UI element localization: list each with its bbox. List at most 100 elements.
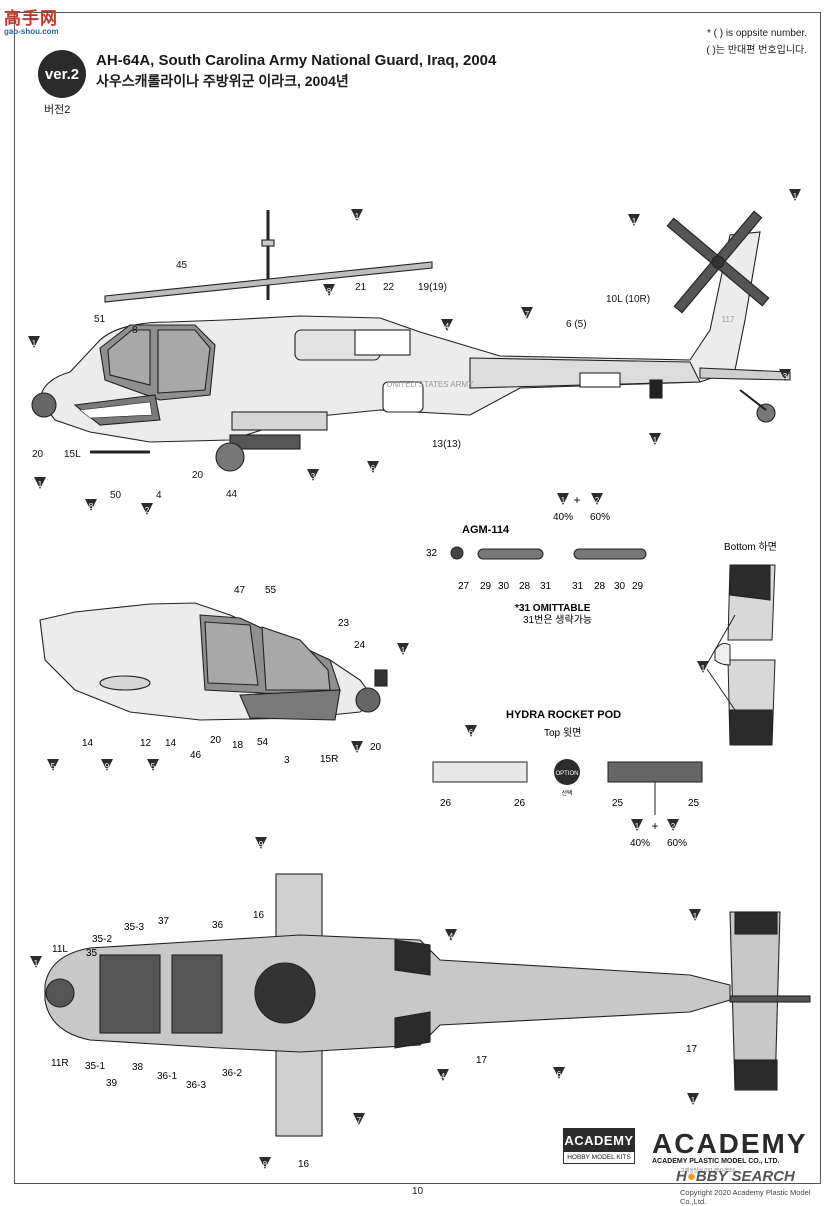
academy-logo: ACADEMY — [652, 1128, 808, 1159]
svg-text:22: 22 — [383, 282, 395, 293]
svg-text:12: 12 — [140, 738, 152, 749]
svg-text:9: 9 — [259, 840, 264, 849]
bottom-wing-section: Bottom 하면 1 — [697, 540, 777, 746]
svg-text:23: 23 — [338, 618, 350, 629]
svg-text:4: 4 — [441, 1072, 446, 1081]
svg-text:Bottom 하면: Bottom 하면 — [724, 540, 777, 553]
svg-text:8: 8 — [132, 325, 138, 336]
svg-text:1: 1 — [632, 217, 637, 226]
svg-text:1: 1 — [561, 496, 566, 505]
svg-text:60%: 60% — [590, 512, 610, 523]
svg-text:4: 4 — [449, 932, 454, 941]
svg-text:11L: 11L — [52, 944, 68, 955]
svg-text:선택: 선택 — [561, 789, 572, 797]
page-number: 10 — [412, 1186, 424, 1197]
svg-text:20: 20 — [370, 742, 382, 753]
svg-text:21: 21 — [355, 282, 367, 293]
svg-text:1: 1 — [793, 192, 798, 201]
svg-text:32: 32 — [426, 548, 438, 559]
svg-text:11R: 11R — [51, 1058, 69, 1069]
svg-text:2: 2 — [145, 506, 150, 515]
svg-text:10L (10R): 10L (10R) — [606, 294, 650, 305]
svg-text:37: 37 — [158, 916, 170, 927]
svg-text:1: 1 — [693, 912, 698, 921]
svg-text:19(19): 19(19) — [418, 282, 447, 293]
svg-text:4: 4 — [445, 322, 450, 331]
svg-text:28: 28 — [519, 581, 531, 592]
svg-text:4: 4 — [156, 490, 162, 501]
svg-text:20: 20 — [210, 735, 222, 746]
tail-number: 117 — [722, 315, 735, 324]
watermark: 高手网 gao-shou.com — [4, 9, 59, 36]
svg-text:24: 24 — [354, 640, 366, 651]
svg-text:31: 31 — [540, 581, 552, 592]
svg-text:1: 1 — [691, 1096, 696, 1105]
svg-text:6 (5): 6 (5) — [566, 319, 587, 330]
hobby-search-watermark: H●BBY SEARCH — [676, 1168, 795, 1185]
svg-text:1: 1 — [355, 744, 360, 753]
svg-text:20: 20 — [32, 449, 44, 460]
svg-text:36: 36 — [212, 920, 224, 931]
svg-text:46: 46 — [190, 750, 202, 761]
svg-text:9: 9 — [105, 762, 110, 771]
svg-text:1: 1 — [32, 339, 37, 348]
svg-text:39: 39 — [106, 1078, 118, 1089]
svg-text:38: 38 — [132, 1062, 144, 1073]
academy-box-logo: ACADEMY HOBBY MODEL KITS — [563, 1128, 635, 1170]
svg-text:1: 1 — [34, 959, 39, 968]
svg-text:14: 14 — [165, 738, 177, 749]
svg-text:1: 1 — [653, 436, 658, 445]
svg-text:29: 29 — [632, 581, 644, 592]
svg-text:5: 5 — [151, 762, 156, 771]
svg-text:7: 7 — [357, 1116, 362, 1125]
fuselage-marking: UNITED STATES ARMY — [387, 380, 474, 389]
svg-text:25: 25 — [612, 798, 624, 809]
svg-text:8: 8 — [263, 1160, 268, 1169]
side-view-callouts: 1 45 8 21 22 19(19) 4 7 1 10L (10R) 1 51… — [28, 189, 801, 515]
top-view-helicopter — [44, 873, 811, 1137]
svg-text:3: 3 — [284, 755, 290, 766]
svg-text:2: 2 — [671, 822, 676, 831]
version-badge: ver.2 — [38, 50, 86, 98]
svg-text:35-1: 35-1 — [85, 1061, 105, 1072]
svg-text:3: 3 — [311, 472, 316, 481]
svg-text:1: 1 — [635, 822, 640, 831]
svg-text:7: 7 — [525, 310, 530, 319]
svg-text:6: 6 — [469, 728, 474, 737]
svg-text:26: 26 — [440, 798, 452, 809]
svg-text:1: 1 — [355, 212, 360, 221]
svg-text:40%: 40% — [553, 512, 573, 523]
svg-text:35-3: 35-3 — [124, 922, 144, 933]
svg-text:+: + — [651, 819, 658, 833]
svg-text:HYDRA ROCKET POD: HYDRA ROCKET POD — [506, 709, 621, 721]
svg-text:54: 54 — [257, 737, 269, 748]
svg-text:47: 47 — [234, 585, 246, 596]
svg-text:26: 26 — [514, 798, 526, 809]
agm-114-section: 1 + 2 40% 60% AGM-114 32 27 29 30 28 31 … — [426, 493, 647, 626]
svg-text:30: 30 — [614, 581, 626, 592]
svg-text:+: + — [573, 493, 580, 507]
svg-text:13(13): 13(13) — [432, 439, 461, 450]
svg-text:36-3: 36-3 — [186, 1080, 206, 1091]
svg-text:27: 27 — [458, 581, 470, 592]
cockpit-side-view — [39, 602, 388, 721]
svg-text:Top 윗면: Top 윗면 — [544, 727, 581, 739]
svg-text:6: 6 — [371, 464, 376, 473]
svg-text:1: 1 — [401, 646, 406, 655]
svg-text:17: 17 — [686, 1044, 698, 1055]
company-name: ACADEMY PLASTIC MODEL CO., LTD. — [652, 1158, 780, 1165]
top-view-callouts: 9 16 37 36 4 1 35-3 35-2 11L 35 1 17 17 … — [30, 837, 701, 1170]
cockpit-callouts: 47 55 23 24 1 14 9 12 14 5 20 46 18 54 3… — [47, 585, 409, 771]
svg-text:44: 44 — [226, 489, 238, 500]
svg-text:35: 35 — [86, 948, 98, 959]
hydra-pod-section: HYDRA ROCKET POD Top 윗면 6 26 26 OPTION 선… — [432, 709, 703, 849]
svg-text:35-2: 35-2 — [92, 934, 112, 945]
svg-text:25: 25 — [688, 798, 700, 809]
svg-text:18: 18 — [232, 740, 244, 751]
svg-text:16: 16 — [253, 910, 265, 921]
svg-text:6: 6 — [557, 1070, 562, 1079]
svg-text:36-2: 36-2 — [222, 1068, 242, 1079]
svg-text:40%: 40% — [630, 838, 650, 849]
svg-text:14: 14 — [82, 738, 94, 749]
